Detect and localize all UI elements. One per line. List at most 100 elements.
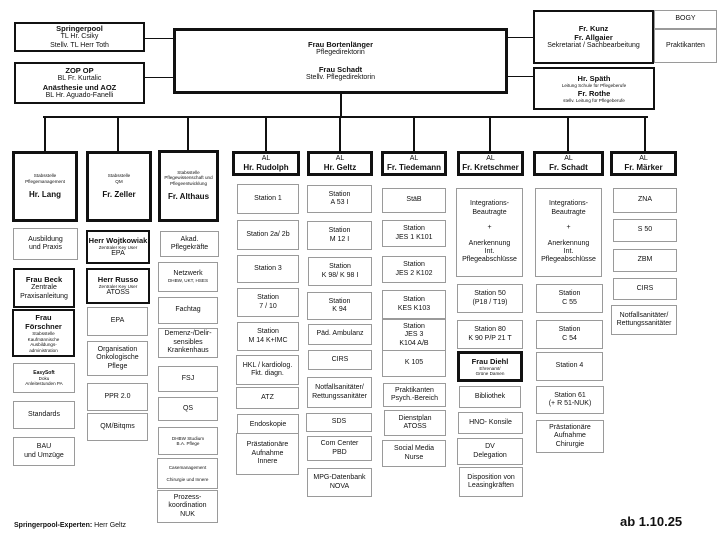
- box-text-line: AL: [409, 154, 419, 162]
- box-text-line: JES 3: [404, 331, 424, 339]
- box-text-line: Chirurgie und Innere: [166, 476, 209, 482]
- box-text-line: Zentraler Key User: [98, 283, 138, 289]
- box-text-line: Station 50: [474, 290, 506, 298]
- main-horizontal-line: [43, 116, 648, 118]
- box-text-line: Netzwerk: [173, 270, 203, 278]
- box-text-line: Bibliothek: [474, 392, 506, 400]
- box-text-line: Standards: [28, 410, 60, 418]
- box-text-line: KES K103: [397, 304, 431, 312]
- box-text-line: Station: [403, 322, 425, 330]
- box-text-line: Nurse: [404, 453, 424, 461]
- column-connector: [644, 117, 646, 151]
- org-unit-box: K 105: [382, 350, 446, 377]
- box-text-line: Fr. Kunz: [578, 23, 609, 33]
- box-text-line: Int.: [563, 247, 574, 255]
- box-text-line: Stabsstelle: [32, 331, 55, 336]
- box-text-line: HNO- Konsile: [469, 418, 512, 426]
- box-text-line: Int.: [484, 247, 495, 255]
- box-text-line: K 94: [332, 306, 347, 313]
- org-unit-box: EPA: [87, 307, 148, 336]
- box-text-line: Grüne Damen: [475, 371, 505, 376]
- org-unit-box: Station 50(P18 / T19): [457, 284, 523, 313]
- box-text-line: Aufnahme: [251, 449, 284, 457]
- box-text-line: AL: [261, 154, 271, 162]
- column-connector: [265, 117, 267, 151]
- box-text-line: Praxisanleitung: [20, 292, 68, 300]
- box-text-line: PBD: [332, 448, 347, 456]
- column-connector: [44, 117, 46, 151]
- box-text-line: Praktikanten: [666, 41, 705, 49]
- box-text-line: A 53 I: [330, 199, 349, 206]
- box-text-line: Springerpool: [56, 24, 103, 34]
- box-text-line: JES 2 K102: [395, 269, 433, 277]
- box-text-line: Leitung Schule für Pflegeberufe: [561, 83, 627, 88]
- box-text-line: Stellv. Pflegedirektorin: [305, 73, 376, 81]
- box-text-line: Station: [328, 190, 351, 198]
- org-unit-box: S 50: [613, 219, 677, 242]
- column-connector: [117, 117, 119, 151]
- org-unit-box: FSJ: [158, 366, 218, 392]
- org-unit-box: CIRS: [613, 278, 677, 300]
- box-text-line: BL Hr. Aguado-Fanelli: [45, 92, 114, 99]
- box-text-line: Leasingkräften: [468, 482, 514, 489]
- box-text-line: Endoskopie: [249, 421, 287, 429]
- box-text-line: Notfallsanitäter/: [315, 384, 364, 392]
- box-text-line: Prozess-: [173, 493, 202, 501]
- box-text-line: Stellv. TL Herr Toth: [50, 41, 109, 49]
- box-text-line: EPA: [111, 250, 125, 258]
- org-unit-box: SDS: [306, 413, 372, 432]
- box-text-line: Zentrale: [31, 284, 57, 292]
- box-text-line: Integrations-: [549, 200, 588, 208]
- box-text-line: Station 80: [474, 326, 506, 334]
- box-text-line: Disposition von: [467, 473, 515, 481]
- org-unit-box: Akad.Pflegekräfte: [160, 231, 219, 257]
- box-text-line: Frau Bortenlänger: [307, 40, 373, 50]
- connector-line: [145, 38, 173, 39]
- box-text-line: SDS: [331, 418, 347, 426]
- box-text-line: BAU: [36, 443, 52, 451]
- box-text-line: Hr. Geltz: [323, 162, 357, 172]
- column-connector: [567, 117, 569, 151]
- box-text-line: Pflegeabschlüsse: [541, 256, 596, 264]
- box-text-line: Anerkennung: [547, 239, 590, 247]
- springerpool-experts-note: Springerpool-Experten: Herr Geltz: [14, 522, 126, 529]
- box-text-line: S 50: [637, 226, 653, 234]
- box-text-line: Fr. Allgaier: [574, 32, 613, 42]
- box-text-line: JES 1 K101: [395, 233, 433, 241]
- box-text-line: Dienstplan: [398, 414, 432, 422]
- box-text-line: AL: [564, 154, 573, 162]
- box-text-line: Herr Russo: [97, 274, 139, 284]
- box-text-line: HKL / kardiolog.: [242, 361, 293, 369]
- connector-line: [145, 77, 173, 78]
- org-unit-box: ATZ: [236, 387, 299, 409]
- box-text-line: Pflegekräfte: [170, 244, 209, 251]
- box-text-line: Notfallsanitäter/: [619, 311, 669, 319]
- box-text-line: Chirurgie: [555, 440, 585, 448]
- box-text-line: +: [566, 224, 571, 232]
- box-text-line: (+ R 51-NUK): [548, 400, 592, 407]
- box-text-line: Station: [257, 328, 279, 336]
